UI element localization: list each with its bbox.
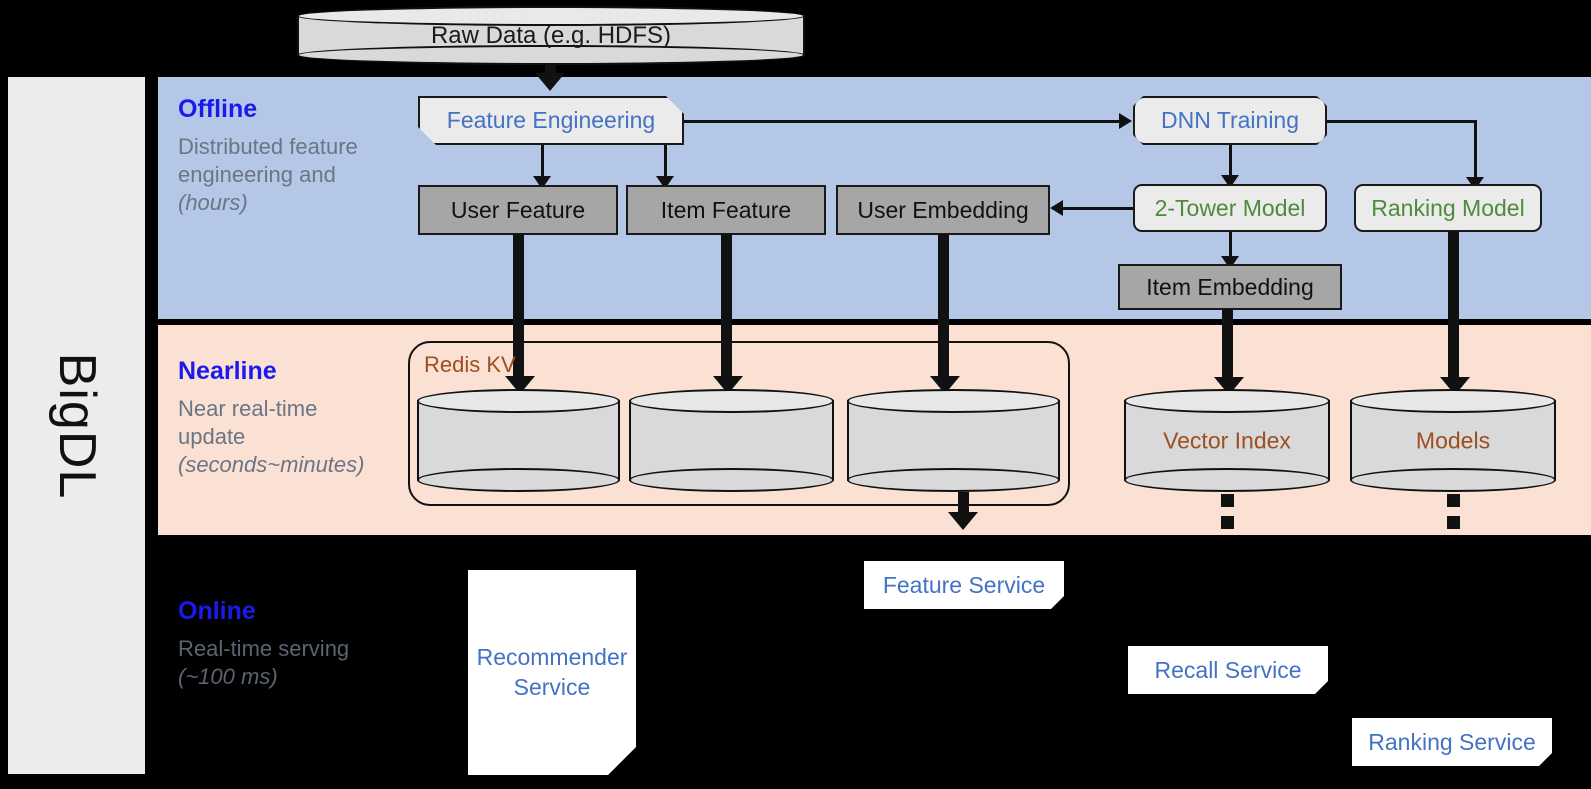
- item-feature-node[interactable]: Item Feature: [626, 185, 826, 235]
- arrowhead-twotower-userembedding: [1050, 200, 1063, 216]
- feature-service-label: Feature Service: [882, 571, 1046, 598]
- models-label: Models: [1415, 427, 1491, 453]
- cylinder-bottom: [417, 468, 620, 492]
- connector-dnn-ranking-h: [1327, 120, 1477, 123]
- recall-service-label: Recall Service: [1154, 656, 1302, 683]
- dnn-training-node[interactable]: DNN Training: [1133, 96, 1327, 145]
- redis-store-2[interactable]: [629, 389, 834, 492]
- item-embedding-node[interactable]: Item Embedding: [1118, 264, 1342, 310]
- pipe-userembedding-store3: [938, 234, 949, 386]
- offline-caption: Offline Distributed feature engineering …: [178, 95, 388, 217]
- cylinder-top: [1124, 389, 1330, 413]
- pipe-itemfeature-store2: [721, 234, 732, 386]
- item-feature-label: Item Feature: [660, 196, 792, 223]
- offline-subtitle: Distributed feature engineering and (hou…: [178, 134, 358, 216]
- recall-service-node[interactable]: Recall Service: [1128, 646, 1328, 694]
- pipe-redis-featureservice: [958, 492, 969, 518]
- feature-engineering-label: Feature Engineering: [446, 107, 656, 133]
- pipe-itemembedding-vectorindex: [1222, 309, 1233, 387]
- redis-store-3[interactable]: [847, 389, 1060, 492]
- dnn-training-label: DNN Training: [1160, 107, 1300, 133]
- nearline-caption: Nearline Near real-time update (seconds~…: [178, 357, 388, 479]
- online-subtitle: Real-time serving (~100 ms): [178, 636, 350, 690]
- pipe-userfeature-store1: [513, 234, 524, 386]
- item-embedding-label: Item Embedding: [1146, 273, 1314, 300]
- pipe-vectorindex-dot-2: [1221, 516, 1234, 529]
- connector-rawdata-fe: [545, 63, 556, 77]
- ranking-model-node[interactable]: Ranking Model: [1354, 184, 1542, 232]
- connector-twotower-itemembedding: [1229, 232, 1232, 262]
- arrowhead-rawdata-fe: [535, 73, 565, 91]
- arrowhead-fe-dnn: [1119, 113, 1132, 129]
- cylinder-bottom: [629, 468, 834, 492]
- cylinder-bottom: [1124, 468, 1330, 492]
- bigdl-rail: BigDL: [8, 77, 145, 774]
- cylinder-top: [1350, 389, 1556, 413]
- feature-engineering-node[interactable]: Feature Engineering: [418, 96, 684, 145]
- cylinder-top: [629, 389, 834, 413]
- cylinder-top: [847, 389, 1060, 413]
- user-feature-label: User Feature: [450, 196, 586, 223]
- redis-kv-label: Redis KV: [424, 352, 516, 377]
- user-embedding-node[interactable]: User Embedding: [836, 185, 1050, 235]
- connector-fe-dnn: [684, 120, 1121, 123]
- two-tower-model-label: 2-Tower Model: [1154, 194, 1306, 221]
- nearline-title: Nearline: [178, 357, 277, 385]
- ranking-service-node[interactable]: Ranking Service: [1352, 718, 1552, 766]
- pipe-models-dot-2: [1447, 516, 1460, 529]
- raw-data-store: Raw Data (e.g. HDFS): [297, 6, 805, 65]
- online-caption: Online Real-time serving (~100 ms): [178, 597, 388, 691]
- ranking-service-label: Ranking Service: [1368, 728, 1536, 755]
- redis-kv-container: [408, 341, 1070, 506]
- redis-store-1[interactable]: [417, 389, 620, 492]
- user-embedding-label: User Embedding: [857, 196, 1029, 223]
- offline-title: Offline: [178, 95, 258, 123]
- cylinder-top: [417, 389, 620, 413]
- ranking-model-label: Ranking Model: [1371, 194, 1525, 221]
- recommender-service-label: Recommender Service: [476, 643, 628, 700]
- pipe-rankingmodel-models: [1448, 231, 1459, 387]
- connector-dnn-twotower: [1229, 145, 1232, 180]
- connector-twotower-userembedding: [1062, 207, 1133, 210]
- pipe-models-dot-1: [1447, 494, 1460, 507]
- arrowhead-featureservice: [948, 512, 978, 530]
- two-tower-model-node[interactable]: 2-Tower Model: [1133, 184, 1327, 232]
- feature-service-node[interactable]: Feature Service: [864, 561, 1064, 609]
- cylinder-top: [297, 6, 805, 26]
- online-title: Online: [178, 597, 256, 625]
- raw-data-label: Raw Data (e.g. HDFS): [430, 21, 672, 49]
- pipe-vectorindex-dot-1: [1221, 494, 1234, 507]
- vector-index-label: Vector Index: [1163, 427, 1291, 453]
- connector-fe-itemfeature: [664, 145, 667, 181]
- nearline-subtitle: Near real-time update (seconds~minutes): [178, 396, 365, 478]
- cylinder-bottom: [1350, 468, 1556, 492]
- connector-fe-userfeature: [541, 145, 544, 181]
- models-store[interactable]: Models: [1350, 389, 1556, 492]
- connector-dnn-ranking-v: [1474, 120, 1477, 182]
- bigdl-label: BigDL: [47, 352, 106, 499]
- recommender-service-node[interactable]: Recommender Service: [468, 570, 636, 775]
- cylinder-bottom: [847, 468, 1060, 492]
- vector-index-store[interactable]: Vector Index: [1124, 389, 1330, 492]
- user-feature-node[interactable]: User Feature: [418, 185, 618, 235]
